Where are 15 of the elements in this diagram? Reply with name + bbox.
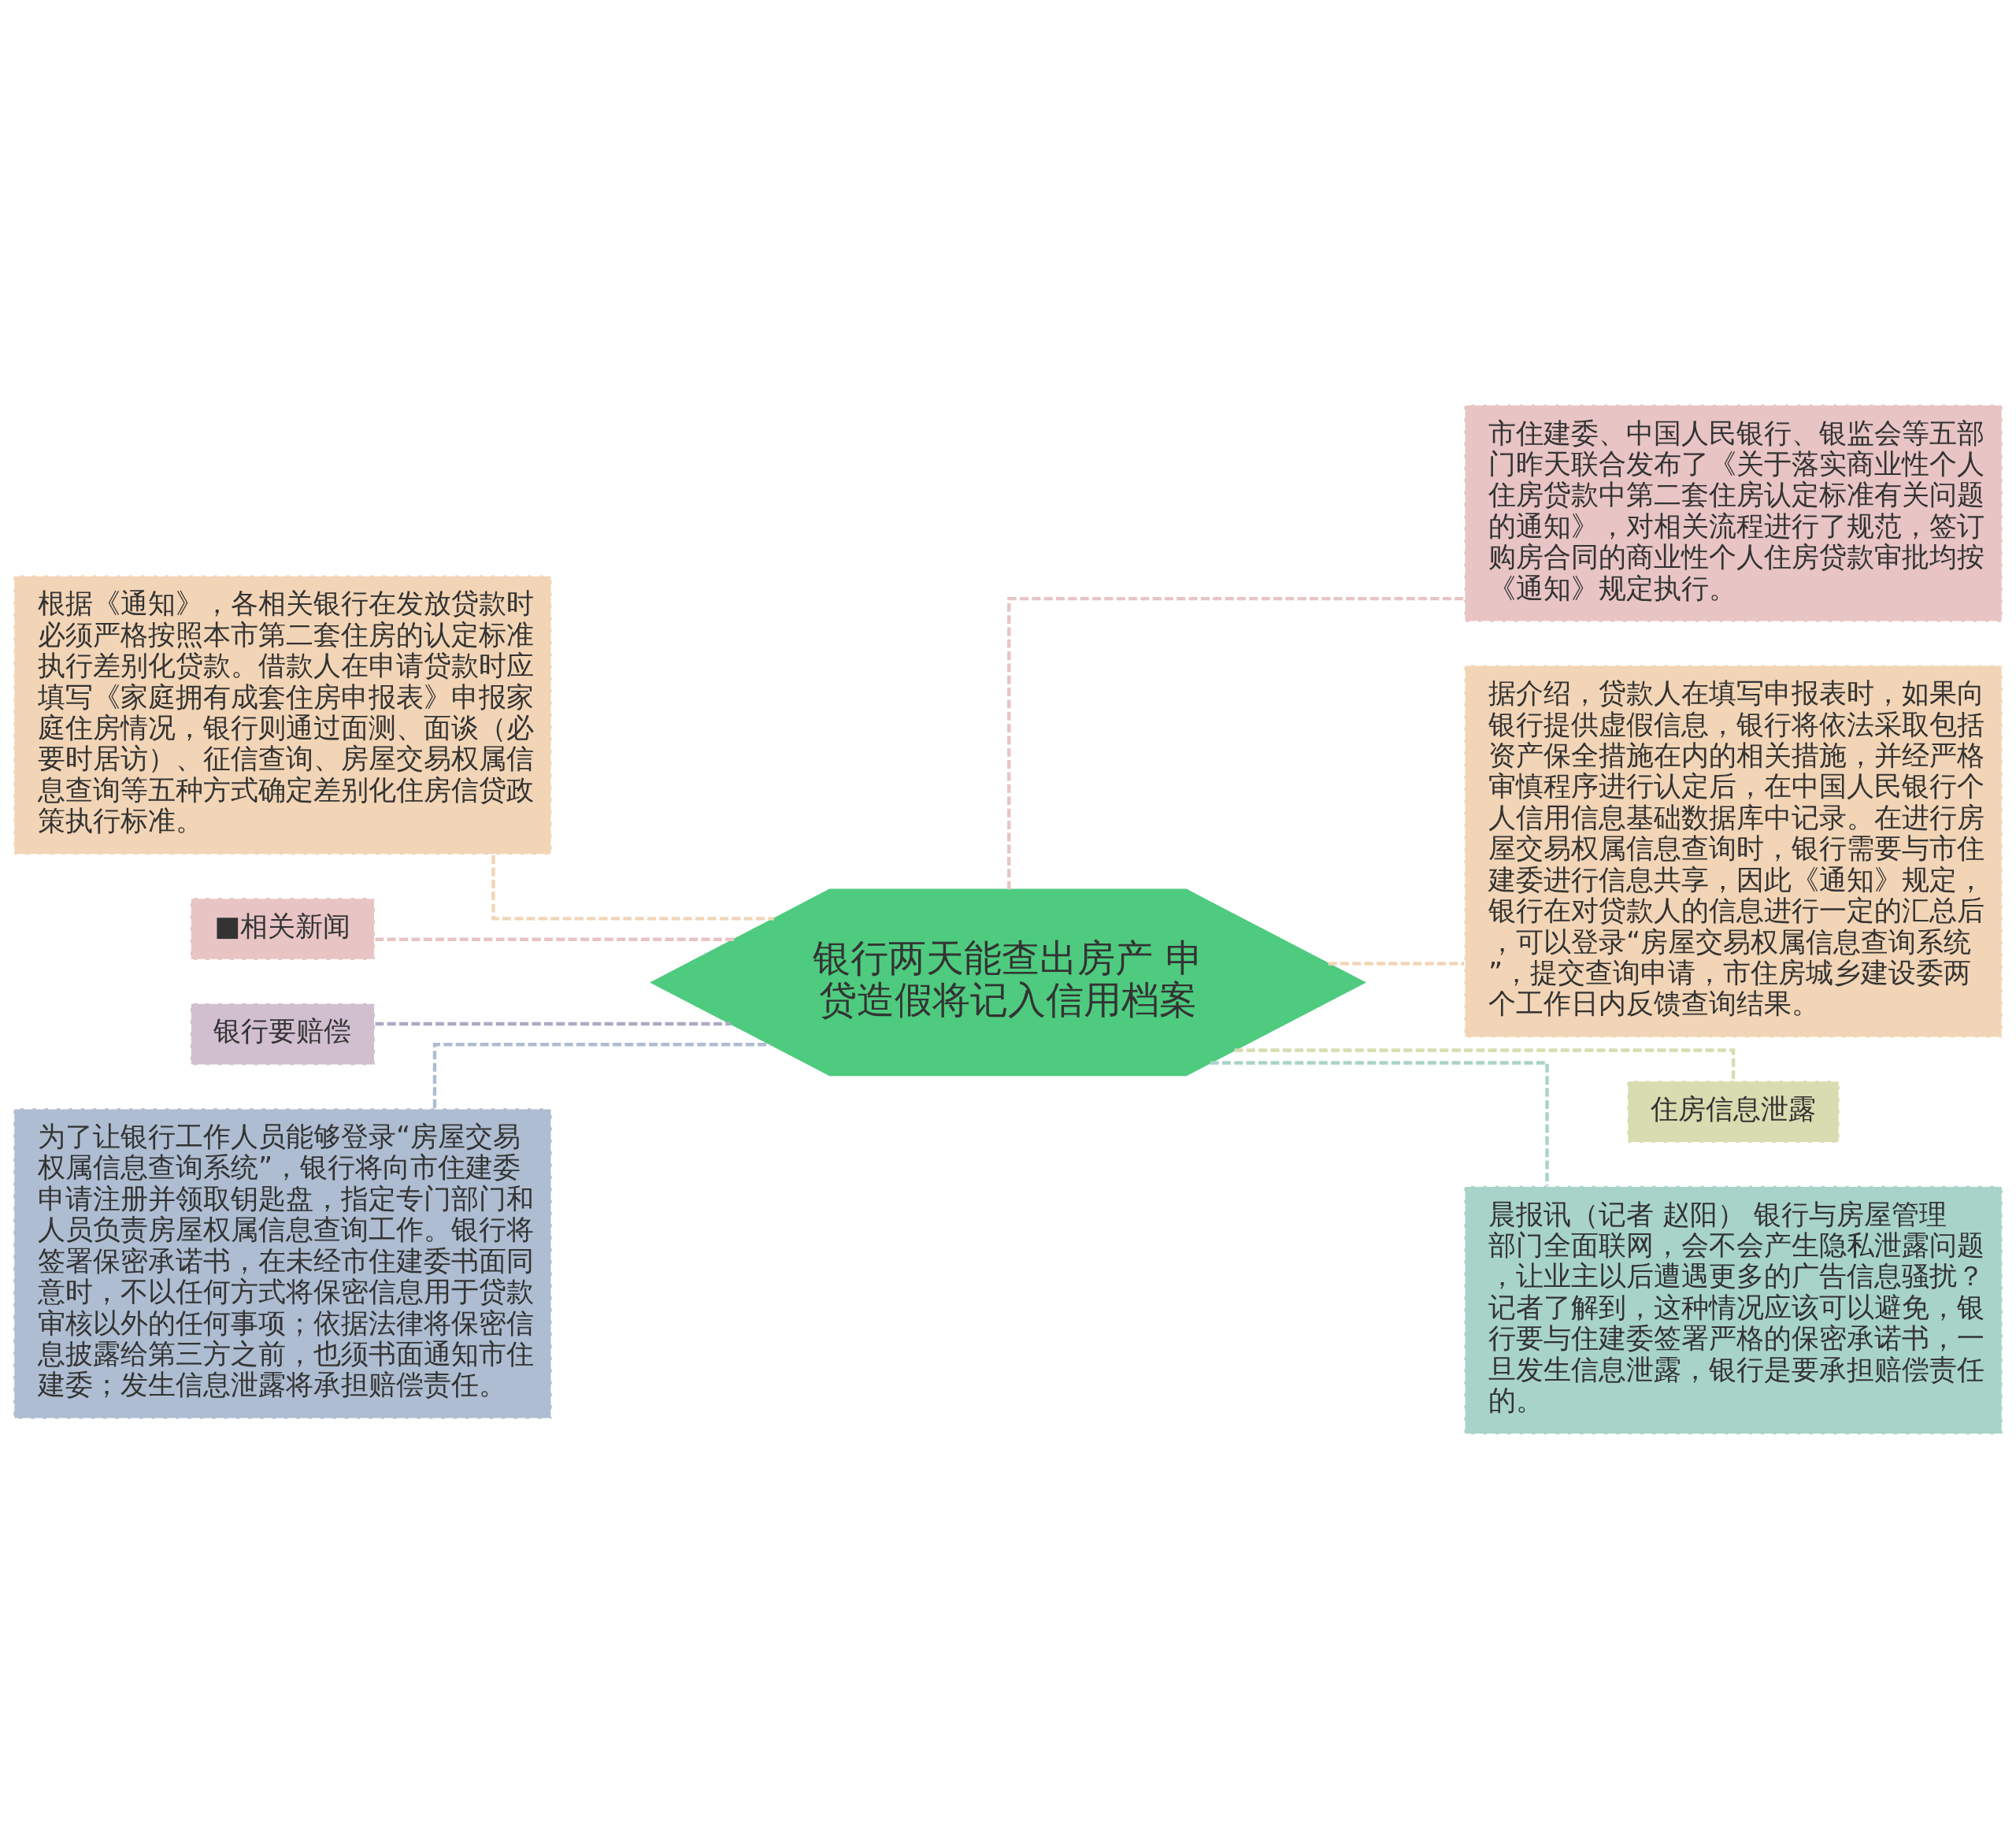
node-box: 住房信息泄露 [1626,1080,1840,1144]
connector [491,855,774,921]
connector [1007,596,1465,890]
node-box: 市住建委、中国人民银行、银监会等五部门昨天联合发布了《关于落实商业性个人住房贷款中第二套住房认定标准有关问题的通知》，对相关流程进行了规范，签订购房合同的商业性个人住房贷款审批均按《通知》规定执行。 [1463,403,2003,623]
connector [1328,962,1465,966]
node-box: 根据《通知》，各相关银行在发放贷款时必须严格按照本市第二套住房的认定标准执行差别化贷款。借款人在申请贷款时应填写《家庭拥有成套住房申报表》申报家庭住房情况，银行则通过面测、面谈（必要时居访）、征信查询、房屋交易权属信息查询等五种方式确定差别化住房信贷政策执行标准。 [13,574,553,856]
connector [1210,1061,1549,1186]
node-box: 为了让银行工作人员能够登录“房屋交易权属信息查询系统”，银行将向市住建委申请注册并领取钥匙盘，指定专门部门和人员负责房屋权属信息查询工作。银行将签署保密承诺书，在未经市住建委书面同意时，不以任何方式将保密信息用于贷款审核以外的任何事项；依据法律将保密信息披露给第三方之前，也须书面通知市住建委；发生信息泄露将承担赔偿责任。 [13,1107,553,1420]
node-box: 据介绍，贷款人在填写申报表时，如果向银行提供虚假信息，银行将依法采取包括资产保全措施在内的相关措施，并经严格审慎程序进行认定后，在中国人民银行个人信用信息基础数据库中记录。在进行房屋交易权属信息查询时，银行需要与市住建委进行信息共享，因此《通知》规定，银行在对贷款人的信息进行一定的汇总后，可以登录“房屋交易权属信息查询系统”，提交查询申请，市住房城乡建设委两个工作日内反馈查询结果。 [1463,664,2003,1039]
connector [432,1043,771,1108]
connector [375,937,735,941]
connector [375,1021,731,1026]
node-box: 银行要赔偿 [189,1002,376,1066]
node-box: ■相关新闻 [189,897,376,962]
node-box: 晨报讯（记者 赵阳） 银行与房屋管理部门全面联网，会不会产生隐私泄露问题，让业主以后遭遇更多的广告信息骚扰？记者了解到，这种情况应该可以避免，银行要与住建委签署严格的保密承诺书，一旦发生信息泄露，银行是要承担赔偿责任的。 [1463,1185,2003,1436]
